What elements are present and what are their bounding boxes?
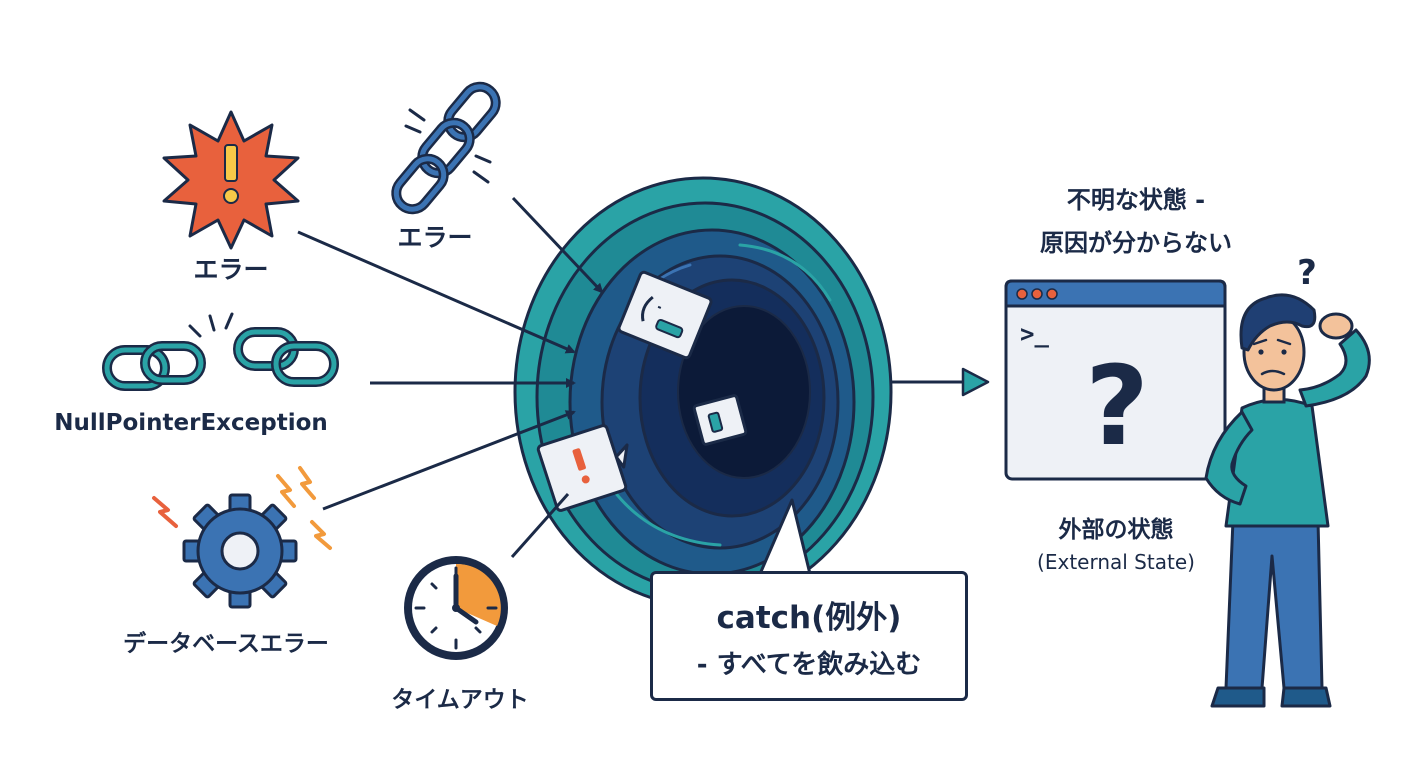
catch-callout: catch(例外) - すべてを飲み込む (650, 571, 968, 701)
clock-icon (404, 556, 508, 660)
broken-chain-label: エラー (397, 223, 473, 252)
arrow-database-error (322, 410, 576, 511)
gear-icon (152, 466, 332, 609)
terminal-window-icon (1004, 279, 1227, 481)
swallowed-document-icon (617, 270, 713, 360)
swallowed-alert-document-icon (536, 424, 629, 512)
arrow-timeout (510, 493, 570, 558)
broken-chain-icon (102, 312, 339, 391)
arrow-error-burst (297, 230, 576, 354)
confused-person-figure (1204, 293, 1371, 708)
black-hole-vortex (513, 176, 893, 608)
unknown-state-line1: 不明な状態 - (1066, 186, 1206, 214)
terminal-question-mark: ? (1085, 342, 1149, 470)
arrow-broken-chain (511, 196, 604, 294)
error-burst-label: エラー (193, 255, 269, 284)
terminal-prompt: >_ (1020, 320, 1049, 348)
catch-callout-title: catch(例外) (716, 600, 902, 636)
unknown-state-line2: 原因が分からない (1040, 229, 1232, 257)
timeout-label: タイムアウト (391, 687, 529, 713)
person-question-mark: ? (1297, 253, 1317, 293)
external-state-label: 外部の状態 (1058, 517, 1174, 543)
broken-chain-icon (391, 81, 501, 215)
database-error-label: データベースエラー (123, 631, 329, 657)
null-pointer-label: NullPointerException (54, 410, 328, 436)
external-state-sublabel: (External State) (1037, 550, 1195, 574)
catch-callout-subtitle: - すべてを飲み込む (696, 650, 922, 680)
arrow-to-external-state-head (961, 367, 990, 397)
exclamation-burst-icon (162, 110, 300, 250)
swallowed-document-icon (692, 394, 748, 446)
